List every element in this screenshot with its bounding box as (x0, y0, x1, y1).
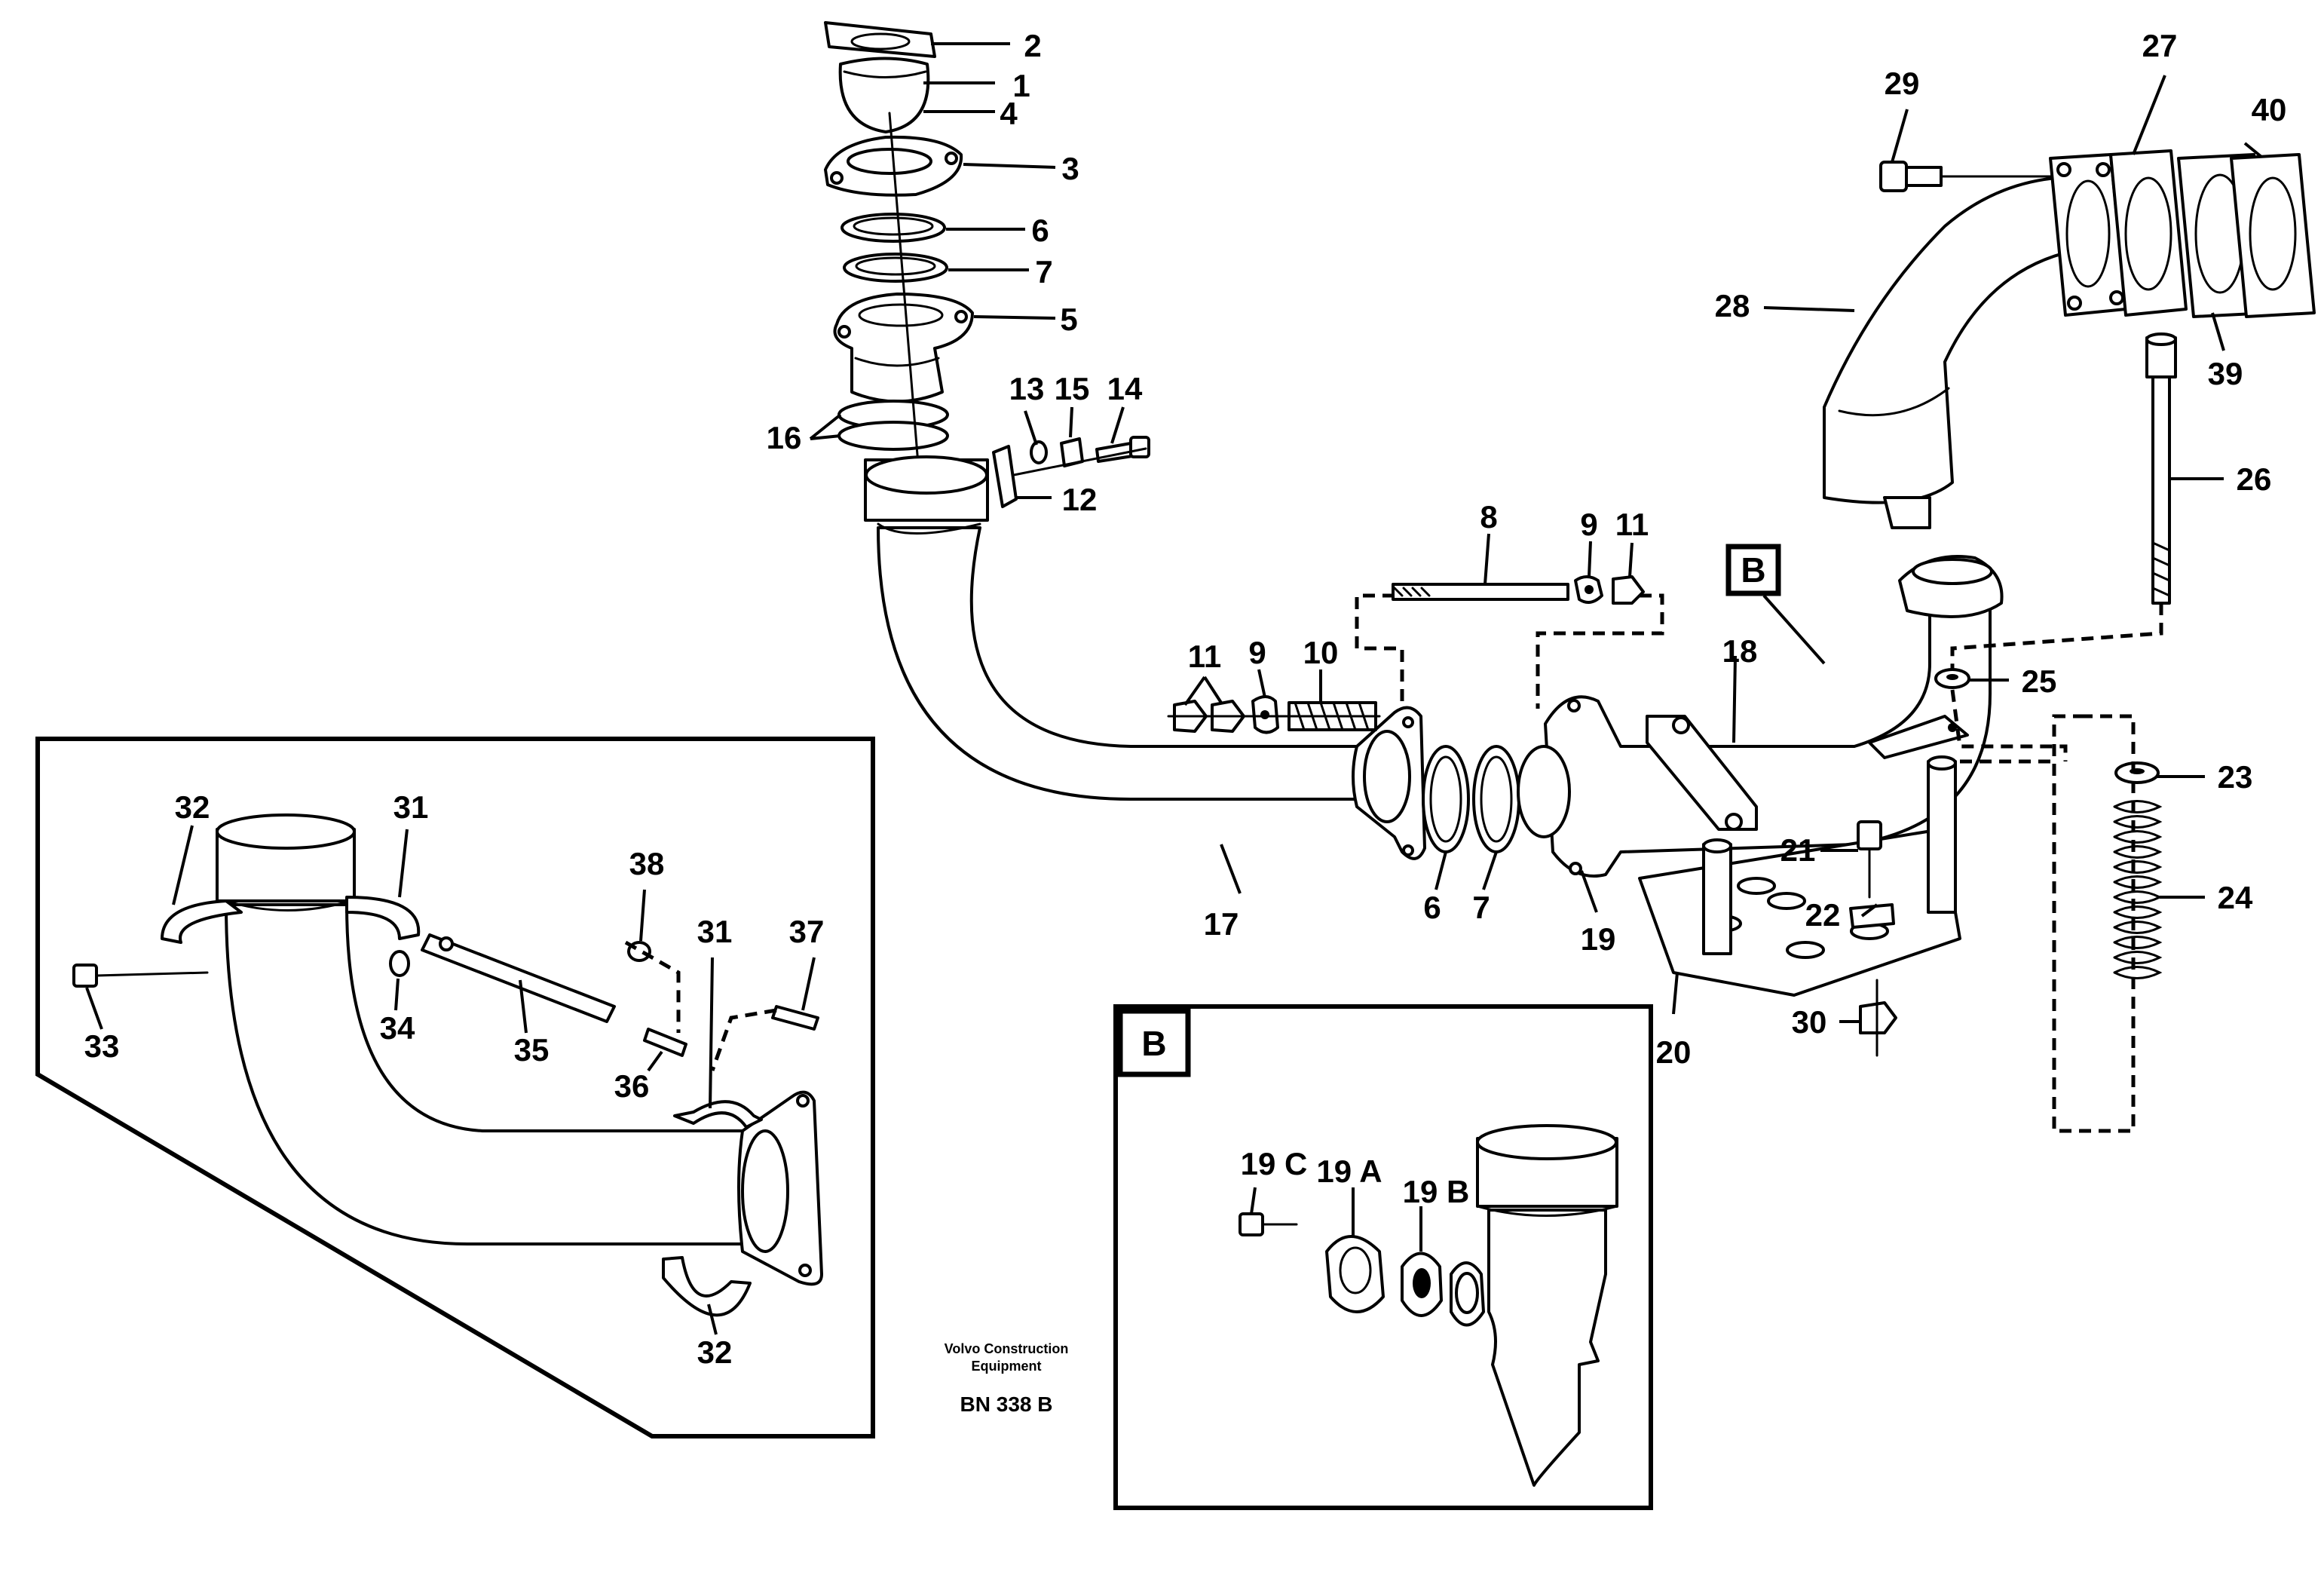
label-1: 1 (1012, 68, 1030, 103)
detail-box-left (35, 737, 875, 1438)
label-28: 28 (1715, 288, 1750, 323)
label-14: 14 (1107, 371, 1143, 406)
label-7-mid: 7 (1472, 890, 1490, 925)
label-20: 20 (1656, 1034, 1692, 1070)
top-flange-stack (824, 21, 974, 484)
maker-line-1: Volvo Construction (945, 1341, 1069, 1356)
label-40: 40 (2252, 92, 2287, 127)
label-2: 2 (1024, 28, 1041, 63)
label-25: 25 (2022, 663, 2057, 699)
label-10: 10 (1303, 635, 1339, 670)
label-31-right: 31 (697, 914, 733, 949)
label-16: 16 (767, 420, 802, 455)
detail-box-b-title: B (1141, 1024, 1166, 1063)
label-19: 19 (1581, 921, 1616, 957)
label-11-mid: 11 (1188, 639, 1221, 674)
gaskets-6-7-mid (1422, 745, 1520, 853)
label-18: 18 (1722, 633, 1758, 669)
label-7-top: 7 (1035, 254, 1052, 290)
label-37: 37 (789, 914, 825, 949)
label-15: 15 (1055, 371, 1090, 406)
label-39: 39 (2208, 356, 2243, 391)
label-35: 35 (514, 1032, 550, 1068)
detail-box-b: B (1113, 1004, 1653, 1510)
label-13: 13 (1009, 371, 1045, 406)
pipe-28-flanges (1823, 149, 2316, 529)
label-4: 4 (1000, 96, 1018, 131)
label-17: 17 (1204, 906, 1239, 942)
label-6-mid: 6 (1423, 890, 1441, 925)
label-19c: 19 C (1241, 1146, 1308, 1181)
maker-line-2: Equipment (972, 1359, 1042, 1374)
assembly-dashed-lines (1355, 593, 2163, 1133)
label-22: 22 (1805, 897, 1841, 933)
drawing-code: BN 338 B (960, 1393, 1053, 1416)
fitting-19-bracket-18 (1517, 555, 2004, 878)
callout-labels: 2 1 4 3 6 7 5 16 13 15 14 12 8 9 11 11 9… (84, 28, 2287, 1370)
pipe-17 (864, 455, 1426, 860)
label-31-left: 31 (393, 789, 429, 825)
label-24: 24 (2218, 880, 2253, 915)
label-5: 5 (1060, 302, 1077, 337)
label-19b: 19 B (1403, 1174, 1470, 1209)
label-34: 34 (380, 1010, 415, 1046)
spring-set-9-10-11 (1167, 695, 1381, 734)
label-19a: 19 A (1316, 1154, 1382, 1189)
label-23: 23 (2218, 759, 2253, 795)
label-21: 21 (1781, 832, 1816, 868)
label-3: 3 (1061, 151, 1079, 186)
label-29: 29 (1885, 66, 1920, 101)
washer-25 (1934, 668, 1970, 689)
leader-lines (85, 42, 2263, 1335)
label-36: 36 (614, 1068, 650, 1104)
label-27: 27 (2142, 28, 2178, 63)
stud-8-nut-9-11 (1392, 575, 1645, 605)
detail-marker-b: B (1725, 544, 1826, 665)
label-30: 30 (1792, 1004, 1827, 1040)
label-38: 38 (629, 846, 665, 881)
spring-23-24 (2113, 761, 2163, 979)
detail-marker-b-text: B (1741, 550, 1765, 590)
label-11-top: 11 (1615, 507, 1649, 542)
label-9-mid: 9 (1248, 635, 1266, 670)
clamp-fasteners-12-15 (992, 436, 1150, 508)
long-bolt-26 (2145, 332, 2177, 605)
label-9-top: 9 (1580, 507, 1597, 542)
label-8: 8 (1480, 499, 1497, 535)
label-6-top: 6 (1031, 213, 1049, 248)
label-12: 12 (1062, 482, 1098, 517)
label-32-bottom: 32 (697, 1334, 733, 1370)
label-33: 33 (84, 1028, 120, 1064)
footer-credits: Volvo Construction Equipment BN 338 B (945, 1341, 1069, 1416)
label-32-top: 32 (175, 789, 210, 825)
bracket-plate-20 (1638, 755, 1961, 1057)
label-26: 26 (2237, 461, 2272, 497)
